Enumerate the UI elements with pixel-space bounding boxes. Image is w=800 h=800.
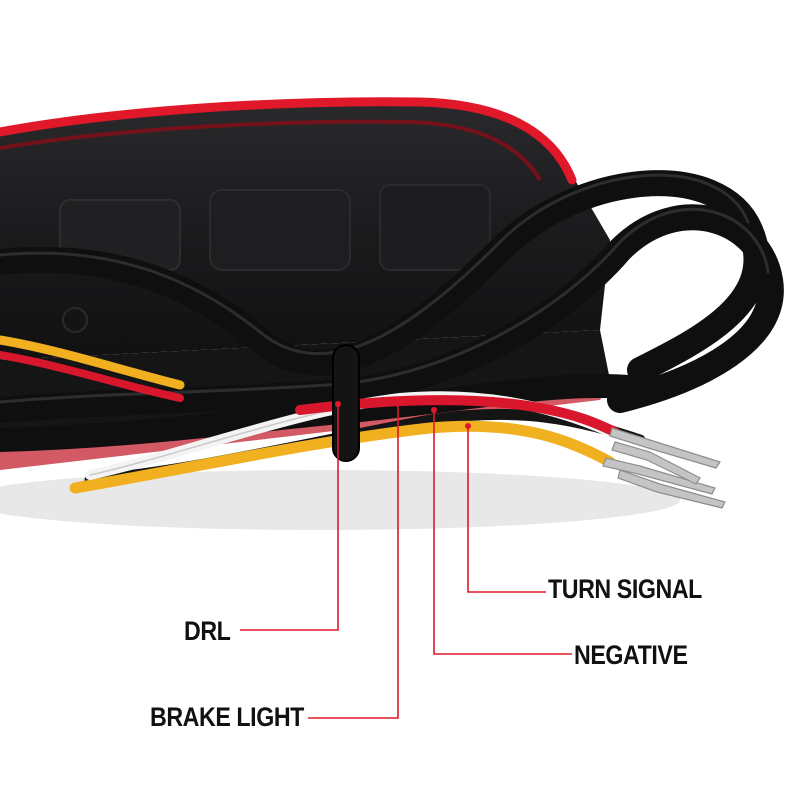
callout-line-negative [433, 410, 572, 655]
callout-dots [335, 397, 471, 429]
callout-line-drl [240, 404, 339, 631]
callout-line-turn-signal [467, 426, 546, 593]
floor-shadow [0, 470, 680, 530]
red-lens-edge [0, 97, 577, 185]
callout-line-brake-light [308, 400, 399, 719]
callout-drl: DRL [184, 616, 231, 646]
callout-turn-signal: TURN SIGNAL [548, 574, 702, 604]
wire-bundle [69, 344, 646, 494]
cable-tie [332, 344, 360, 462]
wire-terminals [602, 427, 726, 509]
callout-lines [240, 400, 572, 719]
black-cable-coil [0, 170, 784, 452]
yellow-wire [69, 420, 616, 494]
callout-brake-light: BRAKE LIGHT [150, 702, 304, 732]
callout-negative: NEGATIVE [574, 640, 688, 670]
left-wires [0, 335, 185, 402]
